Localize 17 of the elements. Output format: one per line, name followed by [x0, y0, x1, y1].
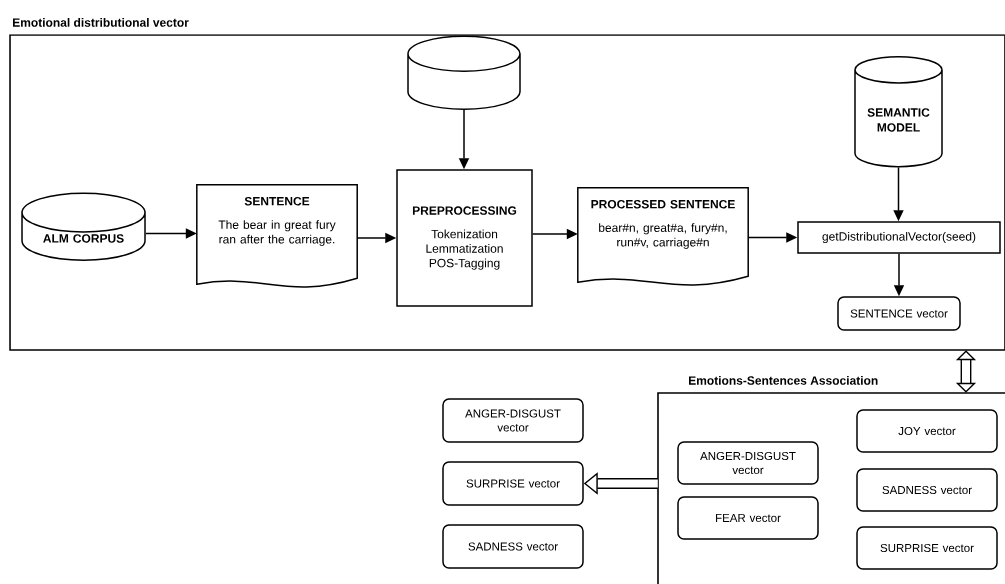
vector-box: SADNESS vector	[856, 468, 998, 512]
vector-box: JOY vector	[856, 409, 998, 453]
vector-box: SURPRISE vector	[442, 461, 584, 506]
process-box: getDistributionalVector(seed)	[797, 221, 1001, 254]
block-arrow	[955, 350, 977, 393]
vector-box: FEAR vector	[677, 496, 819, 540]
vector-box: ANGER-DISGUST vector	[677, 441, 819, 485]
vector-box: SENTENCE vector	[837, 296, 961, 331]
database-cylinder: ALM CORPUS	[21, 192, 146, 261]
vector-box: SADNESS vector	[442, 524, 584, 569]
database-cylinder	[407, 35, 521, 110]
node-label: Emotional distributional vector	[13, 17, 189, 27]
database-cylinder: SEMANTIC MODEL	[854, 55, 943, 168]
node-label: Emotions-Sentences Association	[689, 375, 878, 385]
vector-box: ANGER-DISGUST vector	[442, 398, 584, 443]
process-box: PREPROCESSING Tokenization Lemmatization POS-Tagging	[396, 169, 533, 307]
vector-box: SURPRISE vector	[856, 526, 998, 570]
